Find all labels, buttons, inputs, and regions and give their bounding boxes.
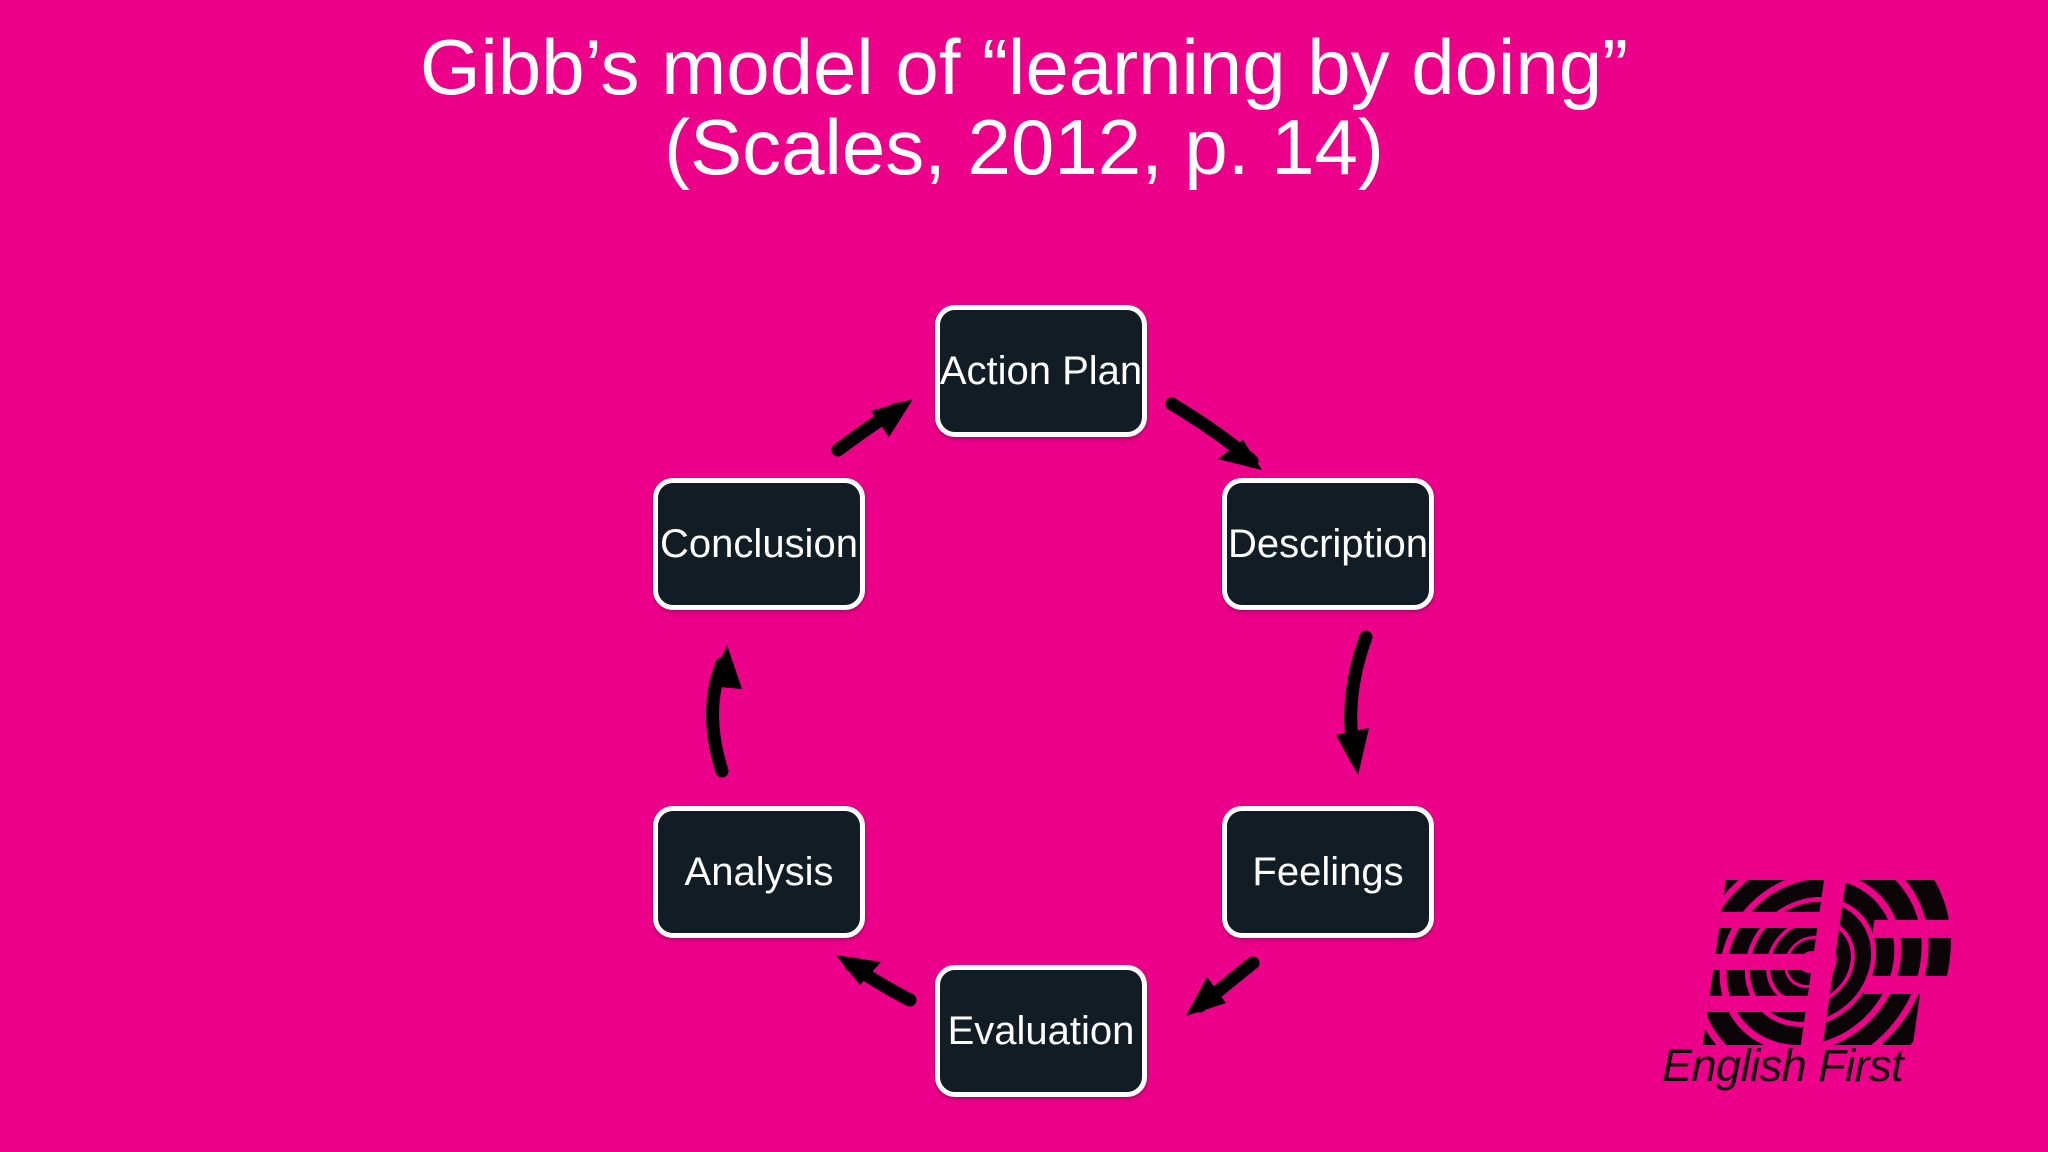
- cycle-node-label: Description: [1227, 521, 1429, 566]
- cycle-node-label: Conclusion: [660, 521, 858, 566]
- cycle-node-label: Action Plan: [939, 348, 1143, 393]
- ef-wordmark: English First: [1662, 1040, 1904, 1091]
- arrow-conclusion-to-action-plan: [831, 399, 913, 457]
- ef-rings-icon: [1660, 880, 1960, 1045]
- arrow-evaluation-to-analysis: [836, 955, 917, 1007]
- arrow-feelings-to-evaluation: [1186, 956, 1260, 1016]
- cycle-node-label: Feelings: [1252, 849, 1404, 894]
- cycle-node-evaluation[interactable]: Evaluation: [935, 965, 1147, 1097]
- arrow-description-to-feelings: [1336, 630, 1373, 775]
- cycle-node-label: Evaluation: [947, 1008, 1135, 1053]
- title-line-1: Gibb’s model of “learning by doing”: [419, 23, 1629, 111]
- cycle-node-feelings[interactable]: Feelings: [1222, 806, 1434, 938]
- cycle-node-conclusion[interactable]: Conclusion: [653, 478, 865, 610]
- arrow-analysis-to-conclusion: [706, 645, 742, 778]
- cycle-node-description[interactable]: Description: [1222, 478, 1434, 610]
- arrow-action-plan-to-description: [1165, 397, 1262, 470]
- cycle-node-action-plan[interactable]: Action Plan: [935, 305, 1147, 437]
- cycle-node-analysis[interactable]: Analysis: [653, 806, 865, 938]
- cycle-node-label: Analysis: [684, 849, 834, 894]
- ef-logo: English First: [1660, 880, 1960, 1110]
- title-line-2: (Scales, 2012, p. 14): [664, 102, 1384, 191]
- page-title: Gibb’s model of “learning by doing” (Sca…: [0, 23, 2048, 191]
